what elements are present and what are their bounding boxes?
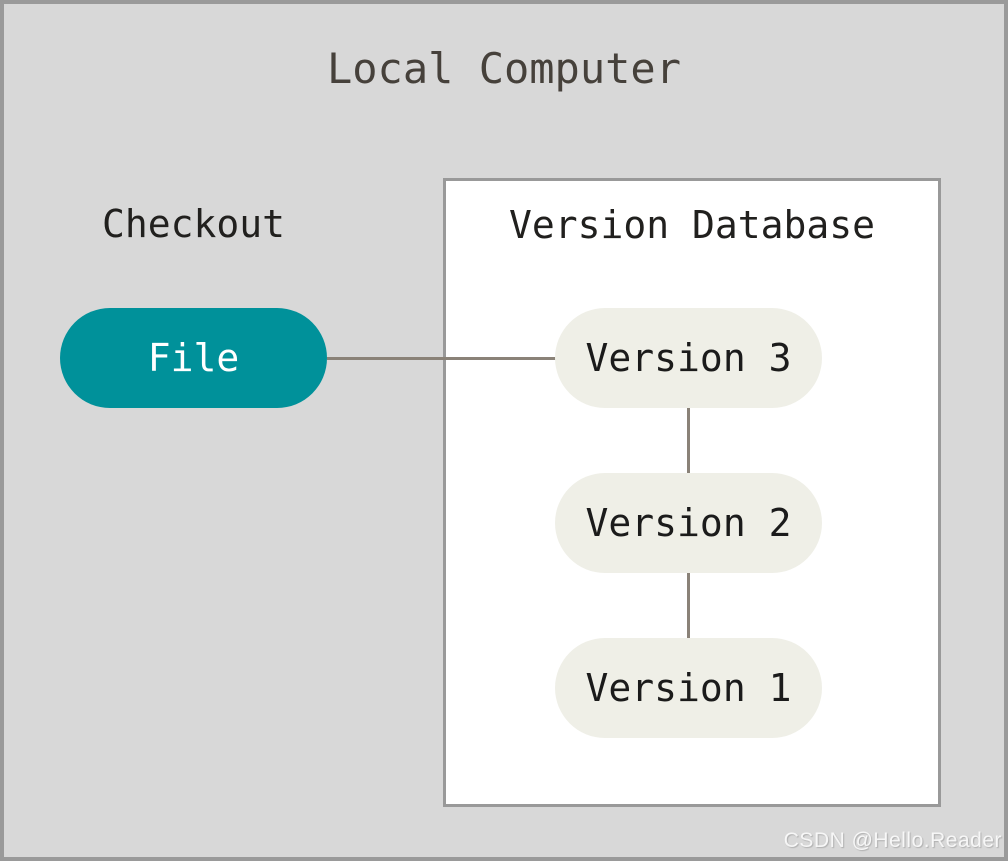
version-node-2: Version 2 [555, 473, 822, 573]
connector-file-to-version3 [327, 357, 559, 360]
version-node-3-label: Version 3 [585, 336, 792, 380]
version-node-1-label: Version 1 [585, 666, 792, 710]
file-node-label: File [147, 336, 240, 380]
watermark: CSDN @Hello.Reader [783, 829, 1002, 852]
version-database-title: Version Database [508, 203, 876, 247]
file-node: File [60, 308, 327, 408]
version-node-1: Version 1 [555, 638, 822, 738]
version-node-3: Version 3 [555, 308, 822, 408]
connector-version2-to-version1 [687, 573, 690, 639]
diagram-title: Local Computer [326, 44, 681, 93]
version-node-2-label: Version 2 [585, 501, 792, 545]
connector-version3-to-version2 [687, 408, 690, 474]
checkout-label: Checkout [101, 202, 286, 246]
